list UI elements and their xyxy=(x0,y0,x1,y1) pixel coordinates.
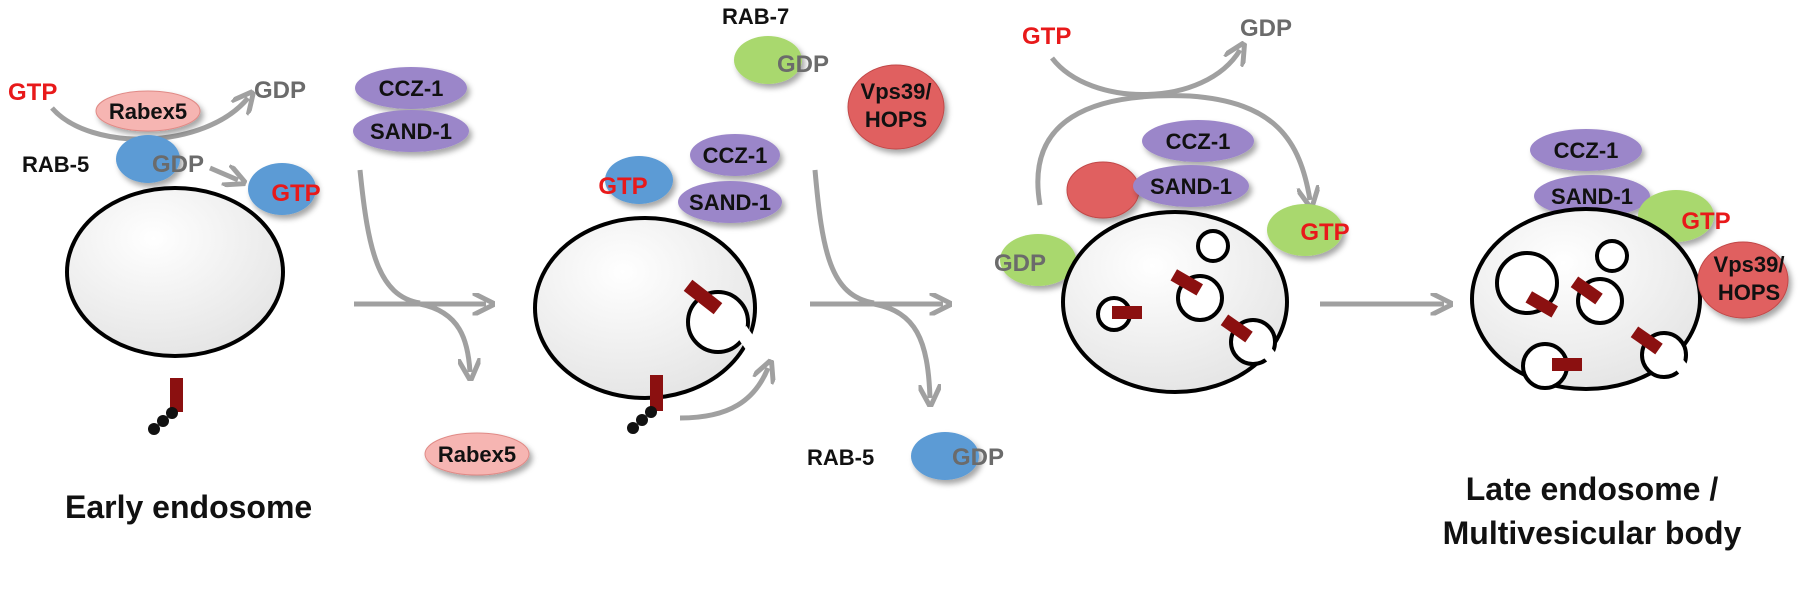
rab7-gdp-oval-3 xyxy=(1000,234,1076,286)
sand1-oval-4 xyxy=(1534,175,1650,217)
vps39-hops-oval xyxy=(847,64,945,150)
sand1-oval-2 xyxy=(678,181,782,223)
sand1-label-4: SAND-1 xyxy=(1551,184,1633,209)
stage-4: CCZ-1 SAND-1 GTP Vps39/ HOPS Late endoso… xyxy=(1443,129,1789,551)
ccz1-oval-2 xyxy=(690,134,780,176)
rabex5-released-oval xyxy=(424,432,530,476)
hops-label: HOPS xyxy=(865,107,927,132)
stage-2: GTP CCZ-1 SAND-1 xyxy=(533,134,782,434)
ccz1-label: CCZ-1 xyxy=(379,76,444,101)
ilv-cargo-1 xyxy=(1525,291,1558,318)
rab7-label: RAB-7 xyxy=(722,4,789,29)
rabex5-label: Rabex5 xyxy=(109,99,187,124)
vps39-label-4: Vps39/ xyxy=(1714,252,1785,277)
bud-gap-4 xyxy=(1672,358,1696,382)
transition-2: RAB-7 GDP Vps39/ HOPS RAB-5 GDP xyxy=(722,4,1004,480)
late-endosome-title-line1: Late endosome / xyxy=(1466,471,1719,507)
stage-1: GTP Rabex5 GDP RAB-5 GDP GTP Early endos… xyxy=(8,77,321,525)
rab7-gtp-state-3: GTP xyxy=(1300,219,1349,246)
rab5-gtp-oval-2 xyxy=(605,156,673,204)
hops-label-4: HOPS xyxy=(1718,280,1780,305)
cargo-receptor-6 xyxy=(1220,314,1253,343)
ccz1-oval xyxy=(355,67,467,109)
gdp-label: GDP xyxy=(254,77,306,104)
cargo-receptor-4 xyxy=(1170,269,1203,296)
rab5-gtp-oval xyxy=(248,163,316,215)
mon1-sand1-oval xyxy=(1066,161,1140,219)
rab7-gdp-oval xyxy=(734,36,802,84)
vps39-label: Vps39/ xyxy=(861,79,932,104)
intraluminal-bud xyxy=(686,290,750,354)
sand1-label-2: SAND-1 xyxy=(689,190,771,215)
cargo-receptor-3 xyxy=(650,375,663,411)
sand1-oval-3 xyxy=(1133,165,1249,207)
ccz1-label-3: CCZ-1 xyxy=(1166,129,1231,154)
late-endosome-title-line2: Multivesicular body xyxy=(1443,515,1742,551)
ccz1-oval-3 xyxy=(1142,120,1254,162)
sand1-oval xyxy=(353,110,469,152)
ilv-cargo-3 xyxy=(1570,276,1603,305)
sand1-label-3: SAND-1 xyxy=(1150,174,1232,199)
stage-3: GTP GDP CCZ-1 SAND-1 GDP GTP xyxy=(994,15,1350,394)
cargo-receptor-2 xyxy=(683,279,723,315)
ccz1-oval-4 xyxy=(1530,129,1642,171)
ubiquitin-chain-2 xyxy=(627,406,657,434)
bud-gap xyxy=(734,325,760,353)
cargo-receptor xyxy=(170,378,183,412)
vps39-hops-oval-4 xyxy=(1697,241,1789,319)
rab5-released-label: RAB-5 xyxy=(807,445,874,470)
rab5-release-arrow xyxy=(873,301,930,398)
ccz1-label-2: CCZ-1 xyxy=(703,143,768,168)
ilv-cargo-4 xyxy=(1552,358,1582,371)
rab5-released-oval xyxy=(911,432,979,480)
rab5-label: RAB-5 xyxy=(22,152,89,177)
ilv-cargo-5 xyxy=(1630,326,1663,355)
sorting-arrow xyxy=(679,368,768,421)
rab5-gtp-state: GTP xyxy=(271,180,320,207)
rab7-gef-arrow xyxy=(1050,50,1240,97)
rab7-gdp-state: GDP xyxy=(777,51,829,78)
early-endosome-title: Early endosome xyxy=(65,489,312,525)
rab5-gdp-state: GDP xyxy=(152,151,204,178)
intraluminal-vesicle-1 xyxy=(1196,229,1230,263)
endosome-membrane-2 xyxy=(533,216,757,400)
transition-1: CCZ-1 SAND-1 Rabex5 xyxy=(353,67,530,476)
release-arrow xyxy=(419,301,470,372)
rabex5-oval xyxy=(95,90,201,132)
rab7-gtp-state-4: GTP xyxy=(1681,208,1730,235)
bud-gap-3 xyxy=(1260,346,1284,370)
early-endosome-membrane xyxy=(65,186,285,358)
ubiquitin-chain xyxy=(148,407,178,435)
rab5-gtp-state-2: GTP xyxy=(598,173,647,200)
recruitment-arrow-in xyxy=(357,169,421,306)
gdp-label-3: GDP xyxy=(1240,15,1292,42)
rab7-gdp-state-3: GDP xyxy=(994,250,1046,277)
rab7-gtp-oval-3 xyxy=(1267,204,1343,256)
activation-arrow xyxy=(209,168,238,180)
sand1-label: SAND-1 xyxy=(370,119,452,144)
gtp-label: GTP xyxy=(8,79,57,106)
rab5-gdp-oval xyxy=(116,135,180,183)
rabex5-released-label: Rabex5 xyxy=(438,442,516,467)
recruitment-arrow-in-2 xyxy=(812,169,875,306)
rab7-activation-arrow xyxy=(1035,93,1310,205)
ilv-2 xyxy=(1595,239,1629,273)
gtp-label-3: GTP xyxy=(1022,23,1071,50)
rab5-released-state: GDP xyxy=(952,444,1004,471)
ccz1-label-4: CCZ-1 xyxy=(1554,138,1619,163)
cargo-receptor-5 xyxy=(1112,306,1142,319)
